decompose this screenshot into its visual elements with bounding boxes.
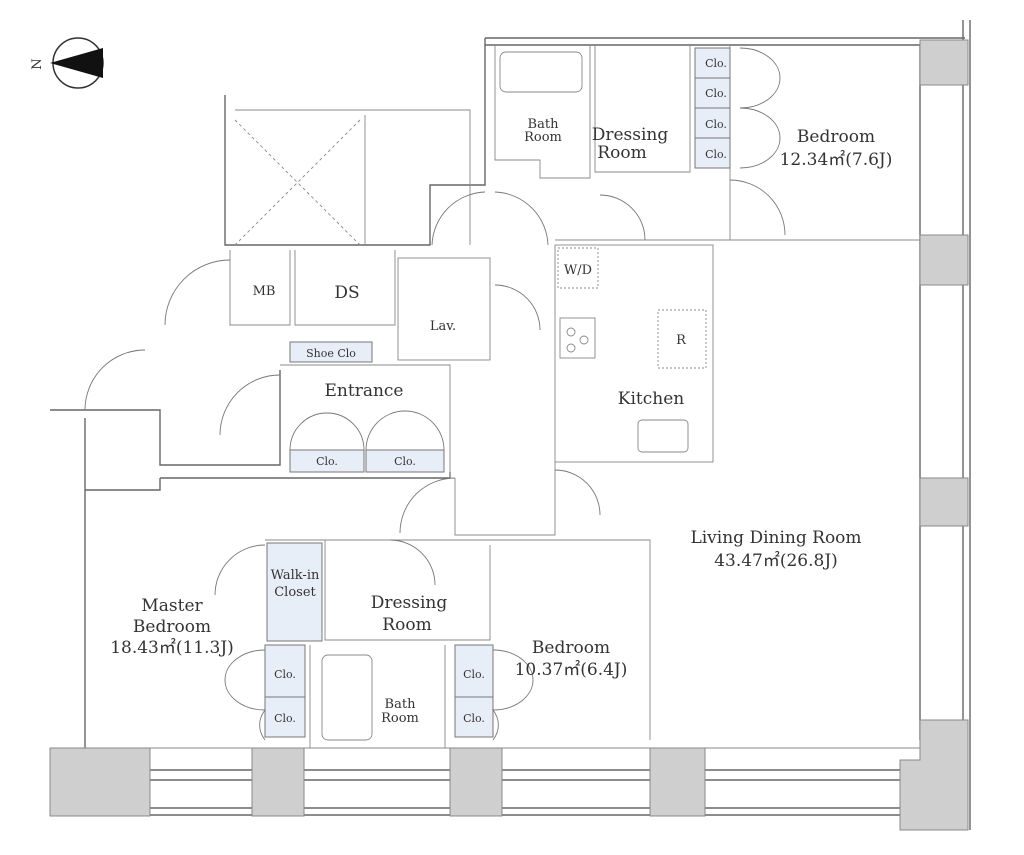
washer-dryer-label: W/D: [564, 263, 592, 278]
room-labels: Bath Room Dressing Room Clo. Clo. Clo. C…: [110, 57, 892, 726]
closets: [264, 47, 731, 738]
closet-label: Clo.: [463, 712, 485, 725]
closet-label: Clo.: [705, 148, 727, 161]
mb-label: MB: [253, 284, 276, 299]
bath-room-top-label-2: Room: [524, 130, 562, 145]
closet-label: Clo.: [274, 668, 296, 681]
interior-walls: [85, 45, 920, 749]
door-swings: [84, 47, 786, 741]
closet-label: Clo.: [463, 668, 485, 681]
bath-room-bottom-label-2: Room: [381, 711, 419, 726]
lav-label: Lav.: [430, 319, 456, 334]
dressing-room-top-label-2: Room: [597, 143, 646, 163]
bedroom-bottom-area: 10.37㎡(6.4J): [515, 660, 628, 680]
dressing-room-bottom-label-2: Room: [382, 615, 431, 635]
closet-label: Clo.: [705, 87, 727, 100]
bedroom-top-area: 12.34㎡(7.6J): [780, 150, 893, 170]
living-dining-area: 43.47㎡(26.8J): [714, 551, 838, 571]
entrance-label: Entrance: [325, 381, 404, 401]
closet-label: Clo.: [705, 57, 727, 70]
closet-label: Clo.: [394, 455, 416, 468]
closet-label: Clo.: [705, 118, 727, 131]
master-bedroom-label: Master: [141, 596, 203, 616]
bedroom-bottom-name: Bedroom: [532, 638, 610, 658]
structural-columns: [49, 39, 969, 831]
bath-room-top-label: Bath: [528, 117, 560, 132]
walk-in-closet-label-2: Closet: [274, 585, 316, 600]
walk-in-closet-label: Walk-in: [271, 568, 320, 583]
bedroom-top-name: Bedroom: [797, 127, 875, 147]
closet-label: Clo.: [274, 712, 296, 725]
living-dining-name: Living Dining Room: [690, 528, 861, 548]
dressing-room-top-label: Dressing: [592, 125, 669, 145]
master-bedroom-label-2: Bedroom: [133, 617, 211, 637]
shoe-closet-label: Shoe Clo: [306, 347, 356, 360]
north-label: N: [30, 58, 45, 69]
refrigerator-label: R: [676, 333, 687, 348]
kitchen-label: Kitchen: [618, 389, 684, 409]
dressing-room-bottom-label: Dressing: [371, 593, 448, 613]
north-compass-icon: N: [30, 37, 104, 89]
bath-room-bottom-label: Bath: [385, 697, 417, 712]
ds-label: DS: [334, 283, 359, 303]
closet-label: Clo.: [316, 455, 338, 468]
master-bedroom-area: 18.43㎡(11.3J): [110, 638, 234, 658]
